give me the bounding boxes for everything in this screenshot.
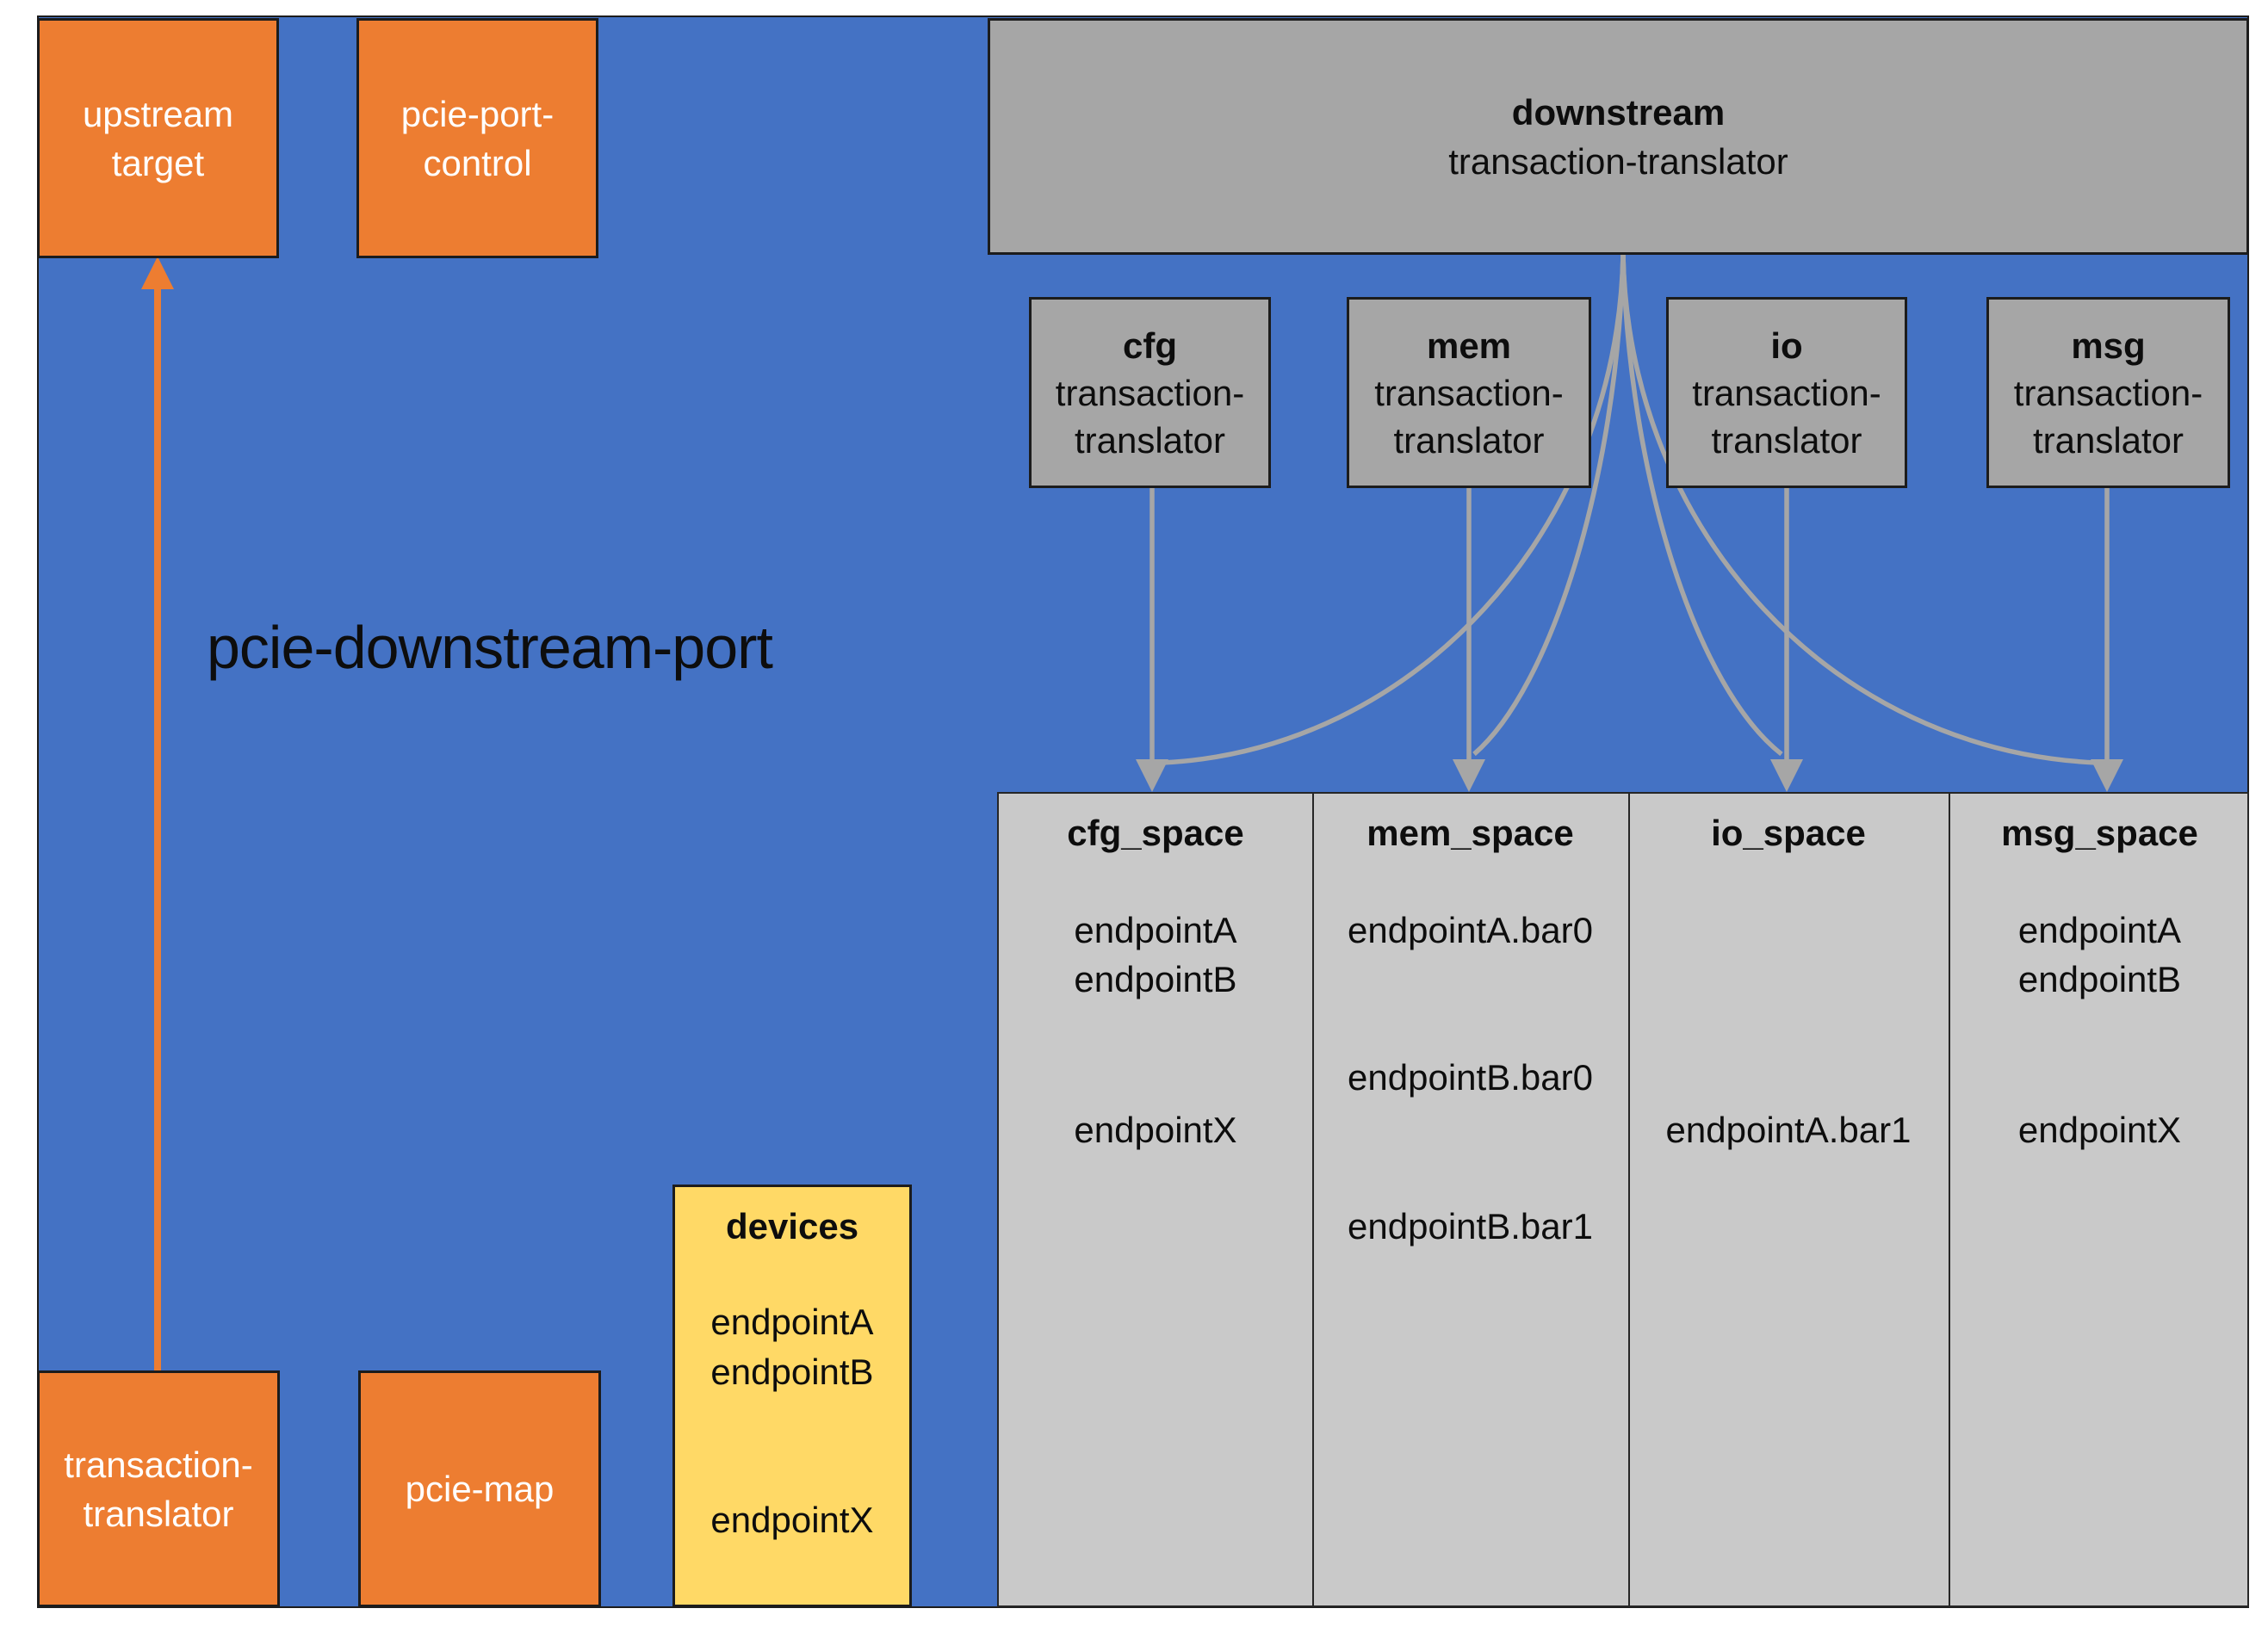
address-spaces-panel: cfg_space endpointA endpointB endpointX … [997, 792, 2249, 1607]
pcie-port-control-label-line2: control [423, 142, 532, 183]
msg-space-row: endpointB [2017, 959, 2182, 999]
devices-item: endpointA [710, 1302, 874, 1342]
arrow-downstream-to-cfg-space [1162, 254, 1626, 765]
pcie-map-box: pcie-map [358, 1370, 601, 1607]
pcie-map-label: pcie-map [405, 1469, 555, 1509]
mem-translator-kind: mem [1426, 325, 1512, 366]
transaction-translator-label-line2: translator [83, 1493, 234, 1534]
transaction-translator-label-line1: transaction- [64, 1444, 253, 1485]
msg-space-header: msg_space [2001, 813, 2198, 853]
msg-space-row: endpointX [2017, 1110, 2182, 1150]
upstream-target-box: upstream target [37, 18, 279, 258]
downstream-label-title: downstream [1511, 91, 1726, 133]
devices-item: endpointX [710, 1500, 874, 1540]
downstream-transaction-translator-box: downstream transaction-translator [988, 18, 2249, 255]
msg-translator-line2: transaction- [2013, 372, 2203, 413]
cfg-translator-line2: transaction- [1055, 372, 1245, 413]
msg-translator-line3: translator [2032, 419, 2184, 461]
downstream-label-subtitle: transaction-translator [1448, 140, 1788, 182]
msg-space-row: endpointA [2017, 910, 2182, 950]
io-translator-line2: transaction- [1692, 372, 1881, 413]
cfg-mem-divider [1312, 794, 1314, 1605]
io-translator-kind: io [1770, 325, 1803, 366]
mem-io-divider [1628, 794, 1630, 1605]
msg-space-arrowhead-icon [2091, 759, 2123, 792]
cfg-space-row: endpointX [1074, 1110, 1237, 1150]
devices-box: devices endpointA endpointB endpointX [672, 1185, 912, 1607]
mem-space-header: mem_space [1366, 813, 1574, 853]
cfg-space-row: endpointA [1074, 910, 1237, 950]
arrow-downstream-to-io-space [1620, 254, 1783, 757]
mem-space-row: endpointA.bar0 [1348, 910, 1593, 950]
cfg-space-row: endpointB [1074, 959, 1237, 999]
io-space-header: io_space [1711, 813, 1866, 853]
mem-space-row: endpointB.bar1 [1348, 1206, 1593, 1247]
mem-space-row: endpointB.bar0 [1348, 1057, 1593, 1098]
upstream-arrowhead-icon [141, 257, 174, 289]
devices-item: endpointB [710, 1352, 874, 1392]
cfg-translator-line3: translator [1074, 419, 1226, 461]
devices-title: devices [725, 1206, 859, 1247]
transaction-translator-box: transaction- translator [37, 1370, 280, 1607]
mem-translator-line2: transaction- [1374, 372, 1564, 413]
cfg-transaction-translator-box: cfg transaction- translator [1029, 297, 1271, 488]
arrow-downstream-to-msg-space [1620, 254, 2098, 765]
mem-transaction-translator-box: mem transaction- translator [1347, 297, 1591, 488]
cfg-space-arrowhead-icon [1136, 759, 1168, 792]
io-space-arrowhead-icon [1770, 759, 1803, 792]
upstream-target-label-line2: target [111, 142, 205, 183]
msg-transaction-translator-box: msg transaction- translator [1986, 297, 2230, 488]
io-translator-line3: translator [1711, 419, 1862, 461]
io-msg-divider [1949, 794, 1950, 1605]
io-transaction-translator-box: io transaction- translator [1666, 297, 1907, 488]
cfg-translator-kind: cfg [1123, 325, 1177, 366]
upstream-target-label-line1: upstream [82, 93, 234, 134]
pcie-port-control-label-line1: pcie-port- [400, 93, 555, 134]
arrow-downstream-to-mem-space [1472, 254, 1626, 757]
msg-translator-kind: msg [2071, 325, 2146, 366]
pcie-port-control-box: pcie-port- control [356, 18, 598, 258]
cfg-space-header: cfg_space [1067, 813, 1244, 853]
mem-translator-line3: translator [1393, 419, 1545, 461]
page-title: pcie-downstream-port [207, 614, 773, 681]
io-space-row: endpointA.bar1 [1665, 1110, 1912, 1150]
mem-space-arrowhead-icon [1453, 759, 1485, 792]
